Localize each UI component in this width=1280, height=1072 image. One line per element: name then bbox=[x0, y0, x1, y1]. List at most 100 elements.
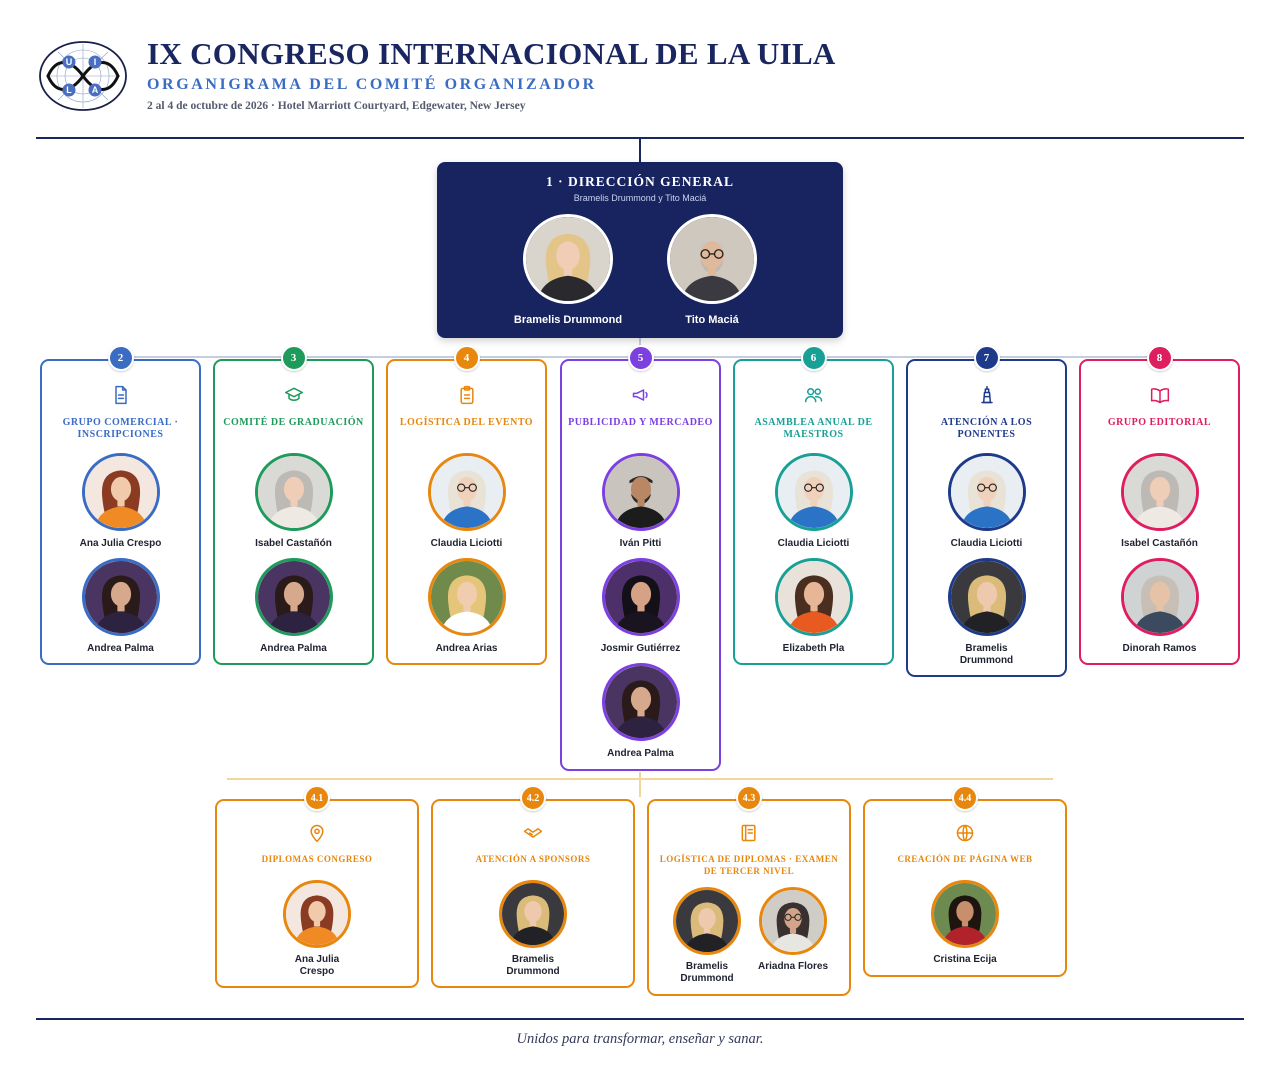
person-name: Bramelis Drummond bbox=[506, 954, 560, 977]
avatar bbox=[254, 558, 333, 636]
department-number-badge: 7 bbox=[973, 345, 1000, 371]
avatar bbox=[81, 453, 160, 531]
avatar bbox=[427, 558, 506, 636]
page-title: IX CONGRESO INTERNACIONAL DE LA UILA bbox=[147, 36, 836, 71]
globe-icon bbox=[955, 823, 975, 843]
person: Andrea Palma bbox=[229, 558, 359, 655]
department-card: GRUPO COMERCIAL · INSCRIPCIONES Ana Juli… bbox=[40, 359, 201, 665]
department-card: COMITÉ DE GRADUACIÓN Isabel Castañón And… bbox=[213, 359, 374, 665]
person-name: Ana Julia Crespo bbox=[79, 538, 162, 549]
department-number-badge: 6 bbox=[800, 345, 827, 371]
person: Ariadna Flores bbox=[748, 887, 838, 973]
avatar bbox=[673, 887, 741, 955]
avatar bbox=[601, 453, 680, 531]
avatar bbox=[523, 214, 613, 304]
department-number-badge: 3 bbox=[280, 345, 307, 371]
person-name: Bramelis Drummond bbox=[680, 961, 734, 984]
logo-letter-l: L bbox=[66, 85, 72, 95]
department-card: GRUPO EDITORIAL Isabel Castañón Dinorah … bbox=[1079, 359, 1240, 665]
megaphone-icon bbox=[631, 385, 651, 405]
subgroup-card: LOGÍSTICA DE DIPLOMAS · EXAMEN DE TERCER… bbox=[647, 799, 851, 996]
person-name: Elizabeth Pla bbox=[782, 643, 845, 654]
users-icon bbox=[804, 385, 824, 405]
person: Josmir Gutiérrez bbox=[576, 558, 706, 655]
avatar bbox=[667, 214, 757, 304]
subgroup-card: DIPLOMAS CONGRESO Ana Julia Crespo bbox=[215, 799, 419, 988]
person-name: Ana Julia Crespo bbox=[294, 954, 340, 977]
person-name: Iván Pitti bbox=[619, 538, 662, 549]
avatar bbox=[601, 663, 680, 741]
subgroup-title: DIPLOMAS CONGRESO bbox=[261, 854, 373, 864]
department-card: LOGÍSTICA DEL EVENTO Claudia Liciotti An… bbox=[386, 359, 547, 665]
avatar bbox=[81, 558, 160, 636]
department-card: ASAMBLEA ANUAL DE MAESTROS Claudia Licio… bbox=[733, 359, 894, 665]
subgroup-card: CREACIÓN DE PÁGINA WEB Cristina Ecija bbox=[863, 799, 1067, 977]
graduation-cap-icon bbox=[284, 385, 304, 405]
department-title: LOGÍSTICA DEL EVENTO bbox=[399, 417, 534, 428]
motto: Unidos para transformar, enseñar y sanar… bbox=[516, 1031, 764, 1047]
department-title: COMITÉ DE GRADUACIÓN bbox=[223, 417, 364, 428]
person: Ana Julia Crespo bbox=[272, 880, 362, 978]
avatar bbox=[931, 880, 999, 948]
lighthouse-icon bbox=[977, 385, 997, 405]
person-name: Andrea Palma bbox=[607, 748, 674, 759]
book-icon bbox=[1150, 385, 1170, 405]
avatar bbox=[759, 887, 827, 955]
department-title: GRUPO EDITORIAL bbox=[1107, 417, 1212, 428]
department-number-badge: 2 bbox=[107, 345, 134, 371]
department-title: PUBLICIDAD Y MERCADEO bbox=[568, 417, 713, 428]
handshake-icon bbox=[523, 823, 543, 843]
department-card: ATENCIÓN A LOS PONENTES Claudia Liciotti… bbox=[906, 359, 1067, 677]
person-name: Josmir Gutiérrez bbox=[600, 643, 681, 654]
avatar bbox=[1120, 558, 1199, 636]
subgroup-number-badge: 4.1 bbox=[304, 785, 330, 811]
person: Isabel Castañón bbox=[229, 453, 359, 550]
person-name: Claudia Liciotti bbox=[430, 538, 503, 549]
avatar bbox=[254, 453, 333, 531]
notebook-icon bbox=[739, 823, 759, 843]
department-number-badge: 8 bbox=[1146, 345, 1173, 371]
person: Dinorah Ramos bbox=[1095, 558, 1225, 655]
person-name: Dinorah Ramos bbox=[1122, 643, 1197, 654]
avatar bbox=[427, 453, 506, 531]
footer-divider bbox=[36, 1018, 1244, 1020]
person-name: Isabel Castañón bbox=[255, 538, 332, 549]
person: Isabel Castañón bbox=[1095, 453, 1225, 550]
logo-letter-u: U bbox=[66, 57, 73, 67]
person-name: Andrea Palma bbox=[87, 643, 154, 654]
avatar bbox=[1120, 453, 1199, 531]
person: Claudia Liciotti bbox=[922, 453, 1052, 550]
person: Cristina Ecija bbox=[920, 880, 1010, 966]
clipboard-icon bbox=[457, 385, 477, 405]
subgroup-number-badge: 4.2 bbox=[520, 785, 546, 811]
avatar bbox=[283, 880, 351, 948]
person: Claudia Liciotti bbox=[402, 453, 532, 550]
director-person: Bramelis Drummond bbox=[498, 214, 638, 326]
subgroup-number-badge: 4.3 bbox=[736, 785, 762, 811]
subgroup-title: ATENCIÓN A SPONSORS bbox=[475, 854, 591, 864]
uila-logo: U I L A bbox=[39, 41, 127, 111]
logo-letter-i: I bbox=[94, 57, 97, 67]
department-title: ASAMBLEA ANUAL DE MAESTROS bbox=[754, 417, 873, 440]
person: Bramelis Drummond bbox=[662, 887, 752, 985]
person-name: Andrea Arias bbox=[435, 643, 498, 654]
department-number-badge: 4 bbox=[453, 345, 480, 371]
person: Andrea Palma bbox=[56, 558, 186, 655]
department-title: ATENCIÓN A LOS PONENTES bbox=[940, 417, 1033, 440]
subgroup-title: CREACIÓN DE PÁGINA WEB bbox=[897, 854, 1033, 864]
avatar bbox=[499, 880, 567, 948]
map-pin-icon bbox=[307, 823, 327, 843]
document-icon bbox=[111, 385, 131, 405]
subgroup-title: LOGÍSTICA DE DIPLOMAS · EXAMEN DE TERCER… bbox=[659, 854, 839, 876]
department-card: PUBLICIDAD Y MERCADEO Iván Pitti Josmir … bbox=[560, 359, 721, 771]
page-subtitle: ORGANIGRAMA DEL COMITÉ ORGANIZADOR bbox=[147, 76, 597, 93]
person: Iván Pitti bbox=[576, 453, 706, 550]
logo-letter-a: A bbox=[92, 85, 99, 95]
subgroup-number-badge: 4.4 bbox=[952, 785, 978, 811]
avatar bbox=[774, 453, 853, 531]
director-title: 1 · DIRECCIÓN GENERAL bbox=[546, 174, 734, 189]
person-name: Claudia Liciotti bbox=[950, 538, 1023, 549]
person-name: Bramelis Drummond bbox=[959, 643, 1014, 666]
avatar bbox=[947, 453, 1026, 531]
avatar bbox=[601, 558, 680, 636]
